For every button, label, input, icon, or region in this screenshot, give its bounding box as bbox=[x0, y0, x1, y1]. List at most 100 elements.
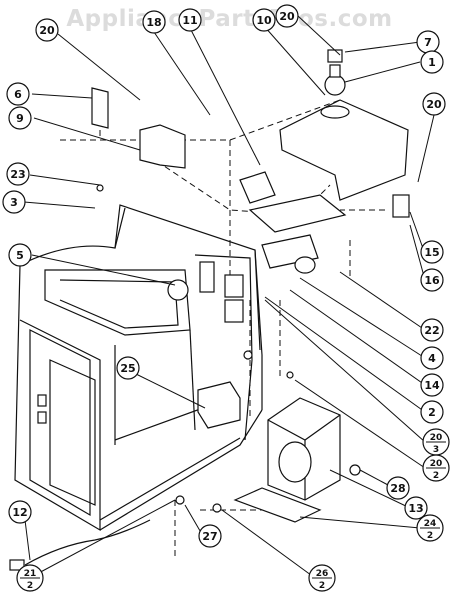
callout-c23: 23 bbox=[6, 162, 30, 186]
callout-c22: 22 bbox=[420, 318, 444, 342]
fraction-callout-f20_2: 202 bbox=[422, 454, 450, 482]
callout-circle bbox=[404, 496, 428, 520]
callout-c1: 1 bbox=[420, 50, 444, 74]
callout-number: 10 bbox=[256, 14, 272, 27]
fraction-callout-f21_2: 212 bbox=[16, 564, 44, 592]
callout-quantity: 2 bbox=[319, 581, 325, 591]
callout-number: 22 bbox=[424, 324, 439, 337]
callout-circle bbox=[420, 240, 444, 264]
callout-part-number: 21 bbox=[24, 569, 37, 579]
callout-number: 7 bbox=[424, 36, 432, 49]
callout-circle bbox=[8, 243, 32, 267]
callout-number: 20 bbox=[39, 24, 55, 37]
callout-c16: 16 bbox=[420, 268, 444, 292]
callout-c25: 25 bbox=[116, 356, 140, 380]
callout-c27: 27 bbox=[198, 524, 222, 548]
callout-c18: 18 bbox=[142, 10, 166, 34]
callout-circle bbox=[35, 18, 59, 42]
callout-circle bbox=[8, 500, 32, 524]
callout-number: 18 bbox=[146, 16, 161, 29]
callout-number: 25 bbox=[120, 362, 135, 375]
callout-c11: 11 bbox=[178, 8, 202, 32]
nut bbox=[349, 464, 361, 476]
callout-quantity: 2 bbox=[427, 531, 433, 541]
callout-circle bbox=[422, 92, 446, 116]
callout-c4: 4 bbox=[420, 346, 444, 370]
callout-quantity: 2 bbox=[27, 581, 33, 591]
callout-quantity: 3 bbox=[433, 445, 439, 455]
callout-circle bbox=[178, 8, 202, 32]
callout-part-number: 20 bbox=[430, 459, 443, 469]
callout-c13: 13 bbox=[404, 496, 428, 520]
callout-c12: 12 bbox=[8, 500, 32, 524]
callout-c7: 7 bbox=[416, 30, 440, 54]
callout-number: 2 bbox=[428, 406, 436, 419]
callout-number: 12 bbox=[12, 506, 27, 519]
callout-c6: 6 bbox=[6, 82, 30, 106]
callout-number: 16 bbox=[424, 274, 440, 287]
capacitor bbox=[197, 381, 241, 429]
callout-circle bbox=[420, 268, 444, 292]
callout-c9: 9 bbox=[8, 106, 32, 130]
callout-number: 13 bbox=[408, 502, 423, 515]
callout-number: 3 bbox=[10, 196, 18, 209]
callout-number: 27 bbox=[202, 530, 217, 543]
callout-c14: 14 bbox=[420, 373, 444, 397]
screw bbox=[212, 503, 222, 513]
leader-lines bbox=[23, 15, 435, 579]
mounting-bracket bbox=[233, 487, 322, 523]
part-9-bracket bbox=[139, 124, 186, 169]
callout-circle bbox=[420, 346, 444, 370]
callout-c10: 10 bbox=[252, 8, 276, 32]
callout-number: 20 bbox=[426, 98, 442, 111]
callout-circle bbox=[198, 524, 222, 548]
callout-part-number: 26 bbox=[316, 569, 329, 579]
callout-number: 5 bbox=[16, 249, 24, 262]
callout-part-number: 24 bbox=[424, 519, 437, 529]
callout-number: 28 bbox=[390, 482, 405, 495]
power-cord bbox=[9, 519, 151, 571]
fraction-callout-f26_2: 262 bbox=[308, 564, 336, 592]
callout-c3: 3 bbox=[2, 190, 26, 214]
callout-c5: 5 bbox=[8, 243, 32, 267]
callout-circle bbox=[142, 10, 166, 34]
callout-part-number: 20 bbox=[430, 433, 443, 443]
screw bbox=[175, 495, 185, 505]
callout-c20a: 20 bbox=[35, 18, 59, 42]
callout-circle bbox=[8, 106, 32, 130]
screw bbox=[286, 371, 294, 379]
callout-number: 9 bbox=[16, 112, 24, 125]
callout-circle bbox=[252, 8, 276, 32]
callout-circle bbox=[420, 318, 444, 342]
fraction-callout-f24_2: 242 bbox=[416, 514, 444, 542]
callout-circle bbox=[275, 4, 299, 28]
callout-circle bbox=[2, 190, 26, 214]
callout-circle bbox=[420, 50, 444, 74]
part-6-cover bbox=[91, 87, 109, 129]
lamp-assembly bbox=[324, 49, 346, 96]
callout-c15: 15 bbox=[420, 240, 444, 264]
screw bbox=[96, 184, 104, 192]
transformer bbox=[267, 397, 341, 501]
callout-c2: 2 bbox=[420, 400, 444, 424]
callout-c20c: 20 bbox=[422, 92, 446, 116]
callout-number: 6 bbox=[14, 88, 22, 101]
top-cover bbox=[279, 99, 409, 201]
callout-circle bbox=[386, 476, 410, 500]
callout-c20b: 20 bbox=[275, 4, 299, 28]
callout-number: 14 bbox=[424, 379, 440, 392]
part-15-switch bbox=[392, 194, 410, 218]
callout-circle bbox=[6, 82, 30, 106]
callout-circle bbox=[420, 400, 444, 424]
callout-number: 15 bbox=[424, 246, 439, 259]
callout-c28: 28 bbox=[386, 476, 410, 500]
callout-number: 23 bbox=[10, 168, 25, 181]
callout-circle bbox=[6, 162, 30, 186]
callout-number: 11 bbox=[182, 14, 197, 27]
callout-number: 4 bbox=[428, 352, 436, 365]
part-11-plate bbox=[239, 171, 276, 204]
callout-number: 1 bbox=[428, 56, 436, 69]
